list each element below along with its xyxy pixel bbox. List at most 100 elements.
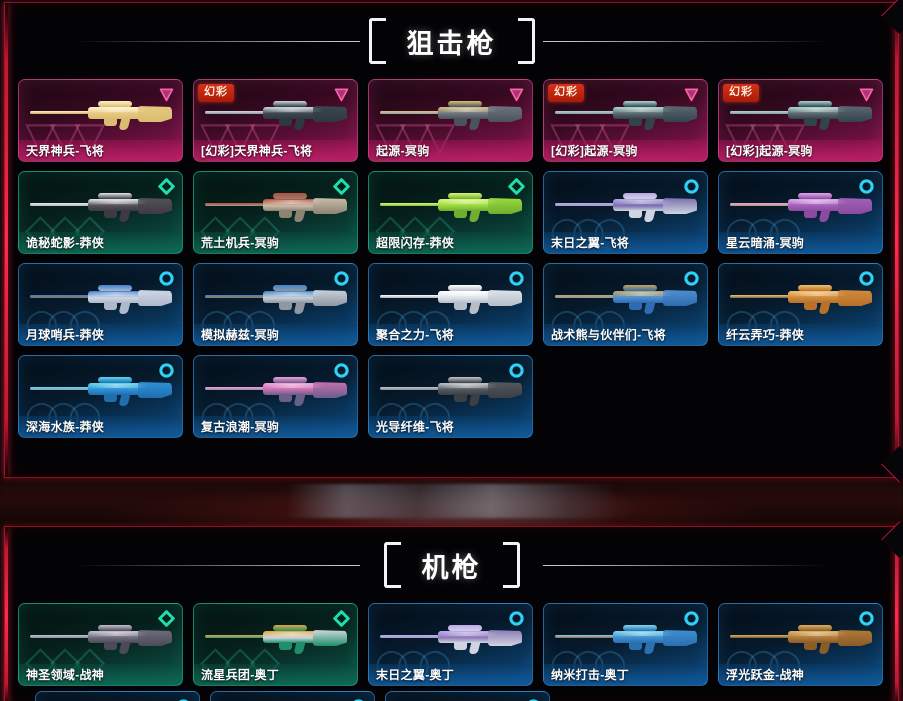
skin-card[interactable]: 星云暗涌-冥驹 <box>718 171 883 254</box>
corner-cut-bottom-right <box>881 445 903 483</box>
weapon-image <box>553 190 699 224</box>
weapon-image <box>28 190 174 224</box>
skin-name-label: 复古浪潮-冥驹 <box>194 416 357 437</box>
skin-grid-sniper: 天界神兵-飞将幻彩[幻彩]天界神兵-飞将起源-冥驹幻彩[幻彩]起源-冥驹幻彩[幻… <box>5 79 898 438</box>
skin-name-label: 末日之翼-奥丁 <box>369 664 532 685</box>
section-title-wrap: 狙击枪 <box>361 18 543 64</box>
skin-name-label: 超限闪存-莽侠 <box>369 232 532 253</box>
skin-name-label: 起源-冥驹 <box>369 140 532 161</box>
skin-grid-machinegun-next-row <box>9 691 894 701</box>
weapon-image <box>203 622 349 656</box>
weapon-image <box>203 374 349 408</box>
skin-name-label: 神圣领域-战神 <box>19 664 182 685</box>
skin-card[interactable]: 幻彩[幻彩]起源-冥驹 <box>543 79 708 162</box>
skin-card[interactable]: 战术熊与伙伴们-飞将 <box>543 263 708 346</box>
ring-icon <box>333 270 350 287</box>
ring-icon <box>508 610 525 627</box>
skin-card[interactable]: 光导纤维-飞将 <box>368 355 533 438</box>
skin-card[interactable]: 月球哨兵-莽侠 <box>18 263 183 346</box>
weapon-image <box>728 98 874 132</box>
diamond-icon <box>508 178 525 195</box>
bracket-right-icon <box>517 18 535 64</box>
skin-card[interactable]: 纤云弄巧-莽侠 <box>718 263 883 346</box>
rarity-tag-huancai: 幻彩 <box>723 84 759 102</box>
header-rule-right-2 <box>543 565 828 566</box>
ring-icon <box>158 270 175 287</box>
ring-icon <box>508 362 525 379</box>
weapon-image <box>728 622 874 656</box>
skin-name-label: 模拟赫兹-冥驹 <box>194 324 357 345</box>
ring-icon <box>333 362 350 379</box>
skin-card[interactable] <box>35 691 200 701</box>
weapon-image <box>728 190 874 224</box>
header-rule-left <box>75 41 360 42</box>
ring-icon <box>683 610 700 627</box>
ring-icon <box>683 178 700 195</box>
skin-card[interactable]: 浮光跃金-战神 <box>718 603 883 686</box>
skin-card[interactable] <box>385 691 550 701</box>
weapon-image <box>553 622 699 656</box>
diamond-icon <box>158 178 175 195</box>
skin-grid-machinegun: 神圣领域-战神流星兵团-奥丁末日之翼-奥丁纳米打击-奥丁浮光跃金-战神 <box>5 603 898 686</box>
diamond-icon <box>333 178 350 195</box>
bracket-right-icon-2 <box>502 542 520 588</box>
skin-name-label: [幻彩]起源-冥驹 <box>719 140 882 161</box>
skin-card[interactable]: 末日之翼-奥丁 <box>368 603 533 686</box>
skin-card[interactable]: 神圣领域-战神 <box>18 603 183 686</box>
skin-card[interactable]: 纳米打击-奥丁 <box>543 603 708 686</box>
skin-card[interactable]: 幻彩[幻彩]天界神兵-飞将 <box>193 79 358 162</box>
rarity-tag-huancai: 幻彩 <box>198 84 234 102</box>
skin-card[interactable]: 复古浪潮-冥驹 <box>193 355 358 438</box>
section-header-machinegun: 机枪 <box>5 527 898 603</box>
weapon-image <box>378 190 524 224</box>
skin-name-label: 末日之翼-飞将 <box>544 232 707 253</box>
ring-icon <box>858 270 875 287</box>
weapon-image <box>28 622 174 656</box>
skin-card[interactable]: 起源-冥驹 <box>368 79 533 162</box>
bracket-left-icon-2 <box>383 542 401 588</box>
weapon-image <box>378 98 524 132</box>
skin-name-label: 月球哨兵-莽侠 <box>19 324 182 345</box>
skin-card[interactable]: 幻彩 [幻彩]起源-冥驹 <box>718 79 883 162</box>
weapon-image <box>203 98 349 132</box>
ring-icon <box>158 362 175 379</box>
right-accent-rail[interactable] <box>895 3 898 477</box>
skin-card[interactable]: 聚合之力-飞将 <box>368 263 533 346</box>
ring-icon <box>858 178 875 195</box>
skin-name-label: 诡秘蛇影-莽侠 <box>19 232 182 253</box>
triangle-down-icon <box>683 86 700 103</box>
skin-name-label: 星云暗涌-冥驹 <box>719 232 882 253</box>
section-title-2: 机枪 <box>421 552 482 583</box>
rarity-tag-huancai: 幻彩 <box>548 84 584 102</box>
skin-name-label: 聚合之力-飞将 <box>369 324 532 345</box>
skin-card[interactable]: 深海水族-莽侠 <box>18 355 183 438</box>
skin-card[interactable]: 天界神兵-飞将 <box>18 79 183 162</box>
skin-card[interactable] <box>210 691 375 701</box>
diamond-icon <box>158 610 175 627</box>
triangle-down-icon <box>333 86 350 103</box>
bracket-left-icon <box>368 18 386 64</box>
section-panel-sniper: 狙击枪 天界神兵-飞将幻彩[幻彩]天界神兵-飞将起源-冥驹 幻彩 [幻彩]起源-冥驹… <box>4 0 903 483</box>
ring-icon <box>508 270 525 287</box>
weapon-image <box>203 282 349 316</box>
skin-name-label: 浮光跃金-战神 <box>719 664 882 685</box>
skin-name-label: 天界神兵-飞将 <box>19 140 182 161</box>
skin-name-label: 流星兵团-奥丁 <box>194 664 357 685</box>
skin-card[interactable]: 流星兵团-奥丁 <box>193 603 358 686</box>
skin-name-label: 纳米打击-奥丁 <box>544 664 707 685</box>
weapon-image <box>553 98 699 132</box>
triangle-down-icon <box>158 86 175 103</box>
skin-card[interactable]: 超限闪存-莽侠 <box>368 171 533 254</box>
weapon-image <box>378 374 524 408</box>
skin-card[interactable]: 荒土机兵-冥驹 <box>193 171 358 254</box>
weapon-image <box>28 374 174 408</box>
background-artwork <box>0 478 903 526</box>
skin-card[interactable]: 末日之翼-飞将 <box>543 171 708 254</box>
skin-card[interactable]: 诡秘蛇影-莽侠 <box>18 171 183 254</box>
section-header-sniper: 狙击枪 <box>5 3 898 79</box>
right-accent-rail-2[interactable] <box>895 527 898 701</box>
section-title: 狙击枪 <box>406 28 497 59</box>
skin-card[interactable]: 模拟赫兹-冥驹 <box>193 263 358 346</box>
skin-name-label: 光导纤维-飞将 <box>369 416 532 437</box>
